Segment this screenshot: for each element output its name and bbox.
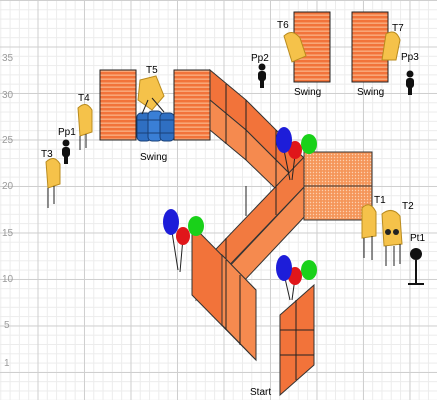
jump-t7 [351, 11, 389, 83]
tree-t2 [381, 210, 403, 266]
person-pp2 [258, 63, 266, 88]
label-start: Start [250, 387, 271, 398]
label-swing-right: Swing [357, 87, 384, 98]
y-tick-30: 30 [2, 90, 14, 101]
y-tick-1: 1 [4, 358, 10, 369]
y-axis: 35 30 25 20 15 10 5 1 [2, 53, 14, 369]
label-pp3: Pp3 [401, 52, 419, 63]
jump-left-t5 [99, 69, 137, 141]
diagram-labels: Start Swing Swing Swing T1 T2 T3 T4 T5 T… [41, 20, 425, 398]
barrel-group [136, 110, 175, 142]
oxer-wall-lower-right [279, 283, 315, 397]
label-swing-left: Swing [140, 152, 167, 163]
tree-t7 [381, 31, 401, 61]
y-tick-10: 10 [2, 274, 14, 285]
label-t7: T7 [392, 23, 404, 34]
y-tick-15: 15 [2, 228, 14, 239]
tree-t5 [137, 75, 165, 115]
label-pp2: Pp2 [251, 53, 269, 64]
y-tick-20: 20 [2, 181, 14, 192]
person-pp1 [62, 139, 70, 164]
label-t5: T5 [146, 65, 158, 76]
tree-t6 [283, 32, 307, 63]
label-t1: T1 [374, 195, 386, 206]
jump-right-t5 [173, 69, 211, 141]
y-tick-25: 25 [2, 135, 14, 146]
label-pt1: Pt1 [410, 233, 425, 244]
oxer-walls [191, 68, 315, 397]
label-t4: T4 [78, 93, 90, 104]
tree-t1 [361, 204, 377, 260]
label-t2: T2 [402, 201, 414, 212]
tree-t4 [77, 104, 93, 150]
top-jumps [99, 11, 389, 141]
label-t3: T3 [41, 149, 53, 160]
balloon-cluster-bottom [276, 255, 317, 301]
person-pp3 [406, 70, 414, 95]
label-t6: T6 [277, 20, 289, 31]
y-tick-35: 35 [2, 53, 14, 64]
y-tick-5: 5 [4, 320, 10, 331]
label-swing-mid: Swing [294, 87, 321, 98]
oxer-wall-lower-left-2 [221, 253, 257, 362]
balloon-cluster-middle [163, 209, 204, 273]
label-pp1: Pp1 [58, 127, 76, 138]
balloon-cluster-top [276, 127, 317, 181]
post-pt1 [408, 248, 424, 285]
tree-t3 [45, 158, 61, 208]
